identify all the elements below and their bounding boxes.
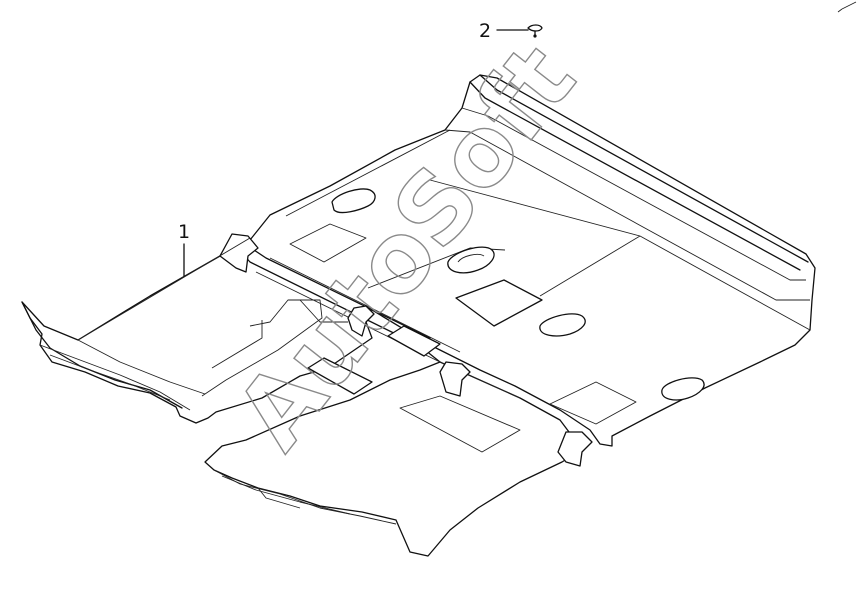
carpet-outline [21, 74, 816, 447]
grommet-slot-1 [331, 188, 376, 214]
pad-center [455, 279, 543, 327]
clip-icon [527, 24, 543, 38]
tab-right-rear [557, 431, 593, 467]
pencil-icon [837, 1, 857, 13]
tab-center-rear [439, 361, 471, 397]
callout-1: 1 [178, 221, 190, 277]
callout-1-label: 1 [178, 221, 190, 243]
floor-carpet [21, 74, 816, 557]
grommet-slot-3 [539, 313, 586, 337]
grommet-slot-2 [447, 246, 495, 274]
pad-tunnel-1 [387, 325, 441, 357]
grommet-slot-4 [661, 377, 705, 401]
pad-tunnel-2 [307, 357, 373, 395]
carpet-rear-section [204, 361, 579, 557]
tab-left-front [219, 233, 259, 273]
callout-2: 2 [479, 20, 543, 42]
callout-2-label: 2 [479, 20, 491, 42]
tab-center [347, 305, 375, 337]
